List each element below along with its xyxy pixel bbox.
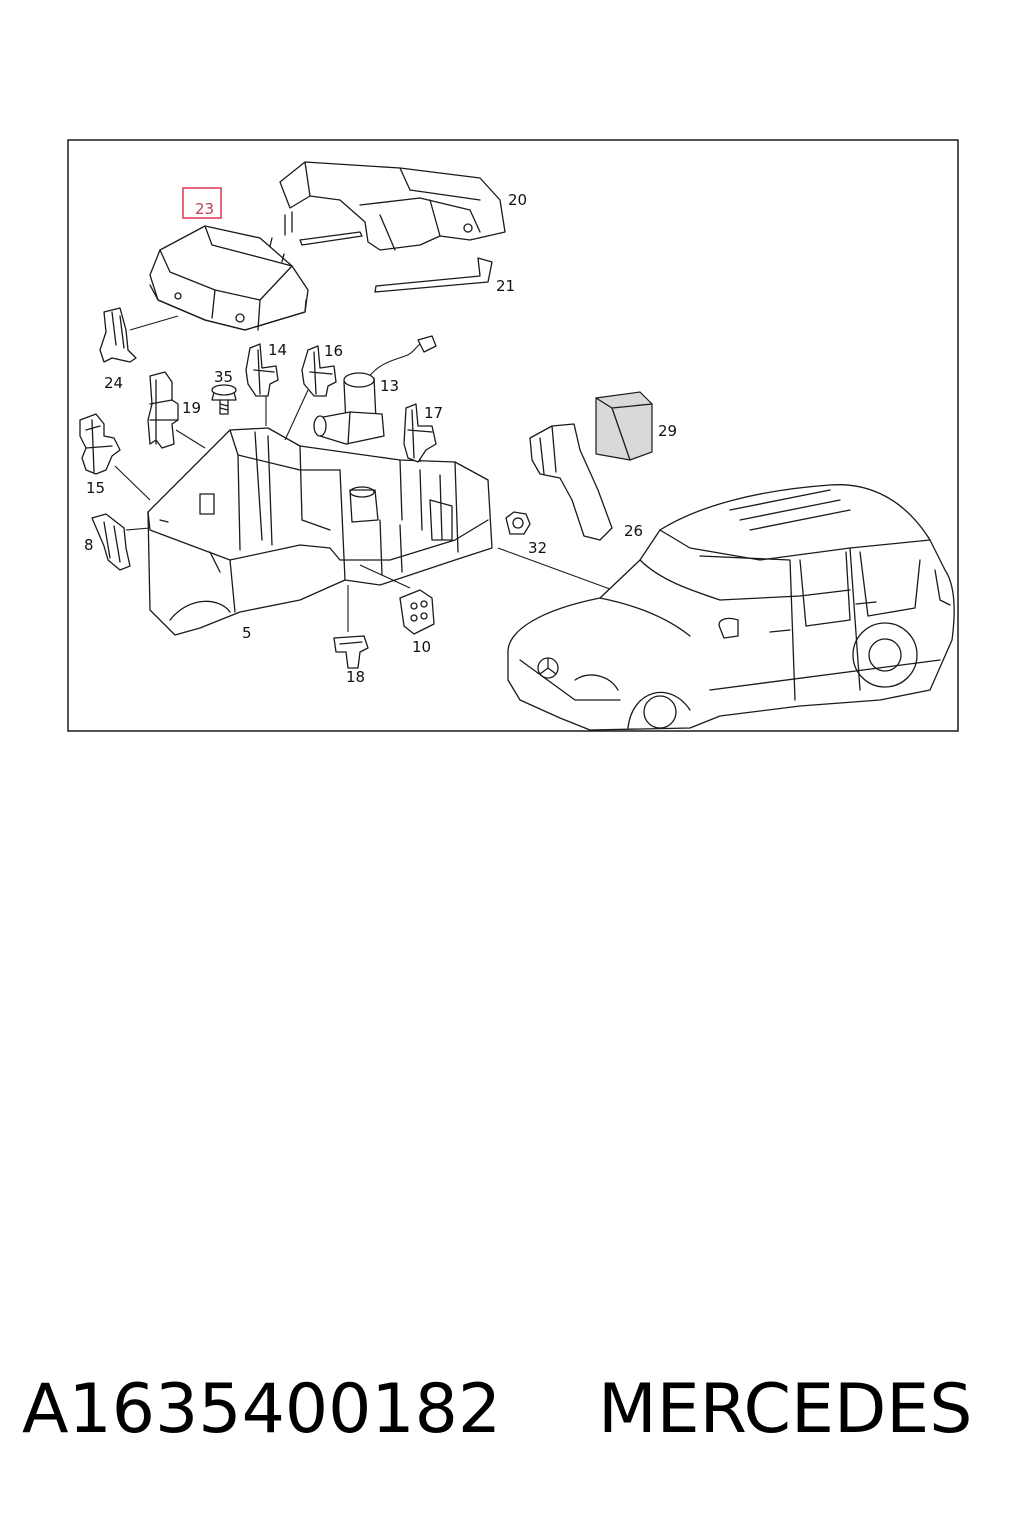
caption: A1635400182 MERCEDES [0, 1370, 1024, 1470]
label-14: 14 [268, 341, 287, 359]
part-20-cover-frame [279, 161, 506, 251]
part-18-clip [333, 635, 369, 669]
part-8-clip [91, 513, 151, 571]
part-21-seal [299, 231, 493, 293]
label-26: 26 [624, 522, 643, 540]
parts-diagram-svg: 23 20 21 24 35 14 16 13 17 19 15 8 5 10 … [67, 139, 959, 732]
label-21: 21 [496, 277, 515, 295]
label-20: 20 [508, 191, 527, 209]
label-5: 5 [242, 624, 252, 642]
label-24: 24 [104, 374, 123, 392]
label-17: 17 [424, 404, 443, 422]
part-23-lid [149, 225, 309, 331]
label-29: 29 [658, 422, 677, 440]
part-17-holder [403, 403, 437, 463]
part-19-bracket [147, 371, 206, 449]
part-32-nut [505, 511, 531, 535]
parts-diagram: 23 20 21 24 35 14 16 13 17 19 15 8 5 10 … [0, 0, 1024, 760]
part-number: A1635400182 [22, 1370, 502, 1449]
label-18: 18 [346, 668, 365, 686]
label-13: 13 [380, 377, 399, 395]
brand-name: MERCEDES [598, 1370, 973, 1449]
label-35: 35 [214, 368, 233, 386]
part-10-connector [399, 589, 435, 635]
label-15: 15 [86, 479, 105, 497]
part-29-relay [595, 391, 653, 461]
part-5-housing [147, 427, 493, 636]
part-35-screw [211, 384, 237, 415]
part-14-relay-holder [245, 343, 279, 397]
label-8: 8 [84, 536, 94, 554]
label-10: 10 [412, 638, 431, 656]
label-23: 23 [195, 200, 214, 218]
part-24-clip [99, 307, 179, 363]
vehicle-illustration [507, 484, 955, 731]
label-32: 32 [528, 539, 547, 557]
part-26-cover-strip [529, 423, 613, 541]
label-16: 16 [324, 342, 343, 360]
label-19: 19 [182, 399, 201, 417]
diagram-frame [67, 139, 959, 732]
part-13-pump [313, 335, 437, 445]
part-23-highlight-box [182, 187, 222, 219]
part-15-bracket [79, 413, 151, 501]
part-16-relay-holder [301, 345, 337, 397]
